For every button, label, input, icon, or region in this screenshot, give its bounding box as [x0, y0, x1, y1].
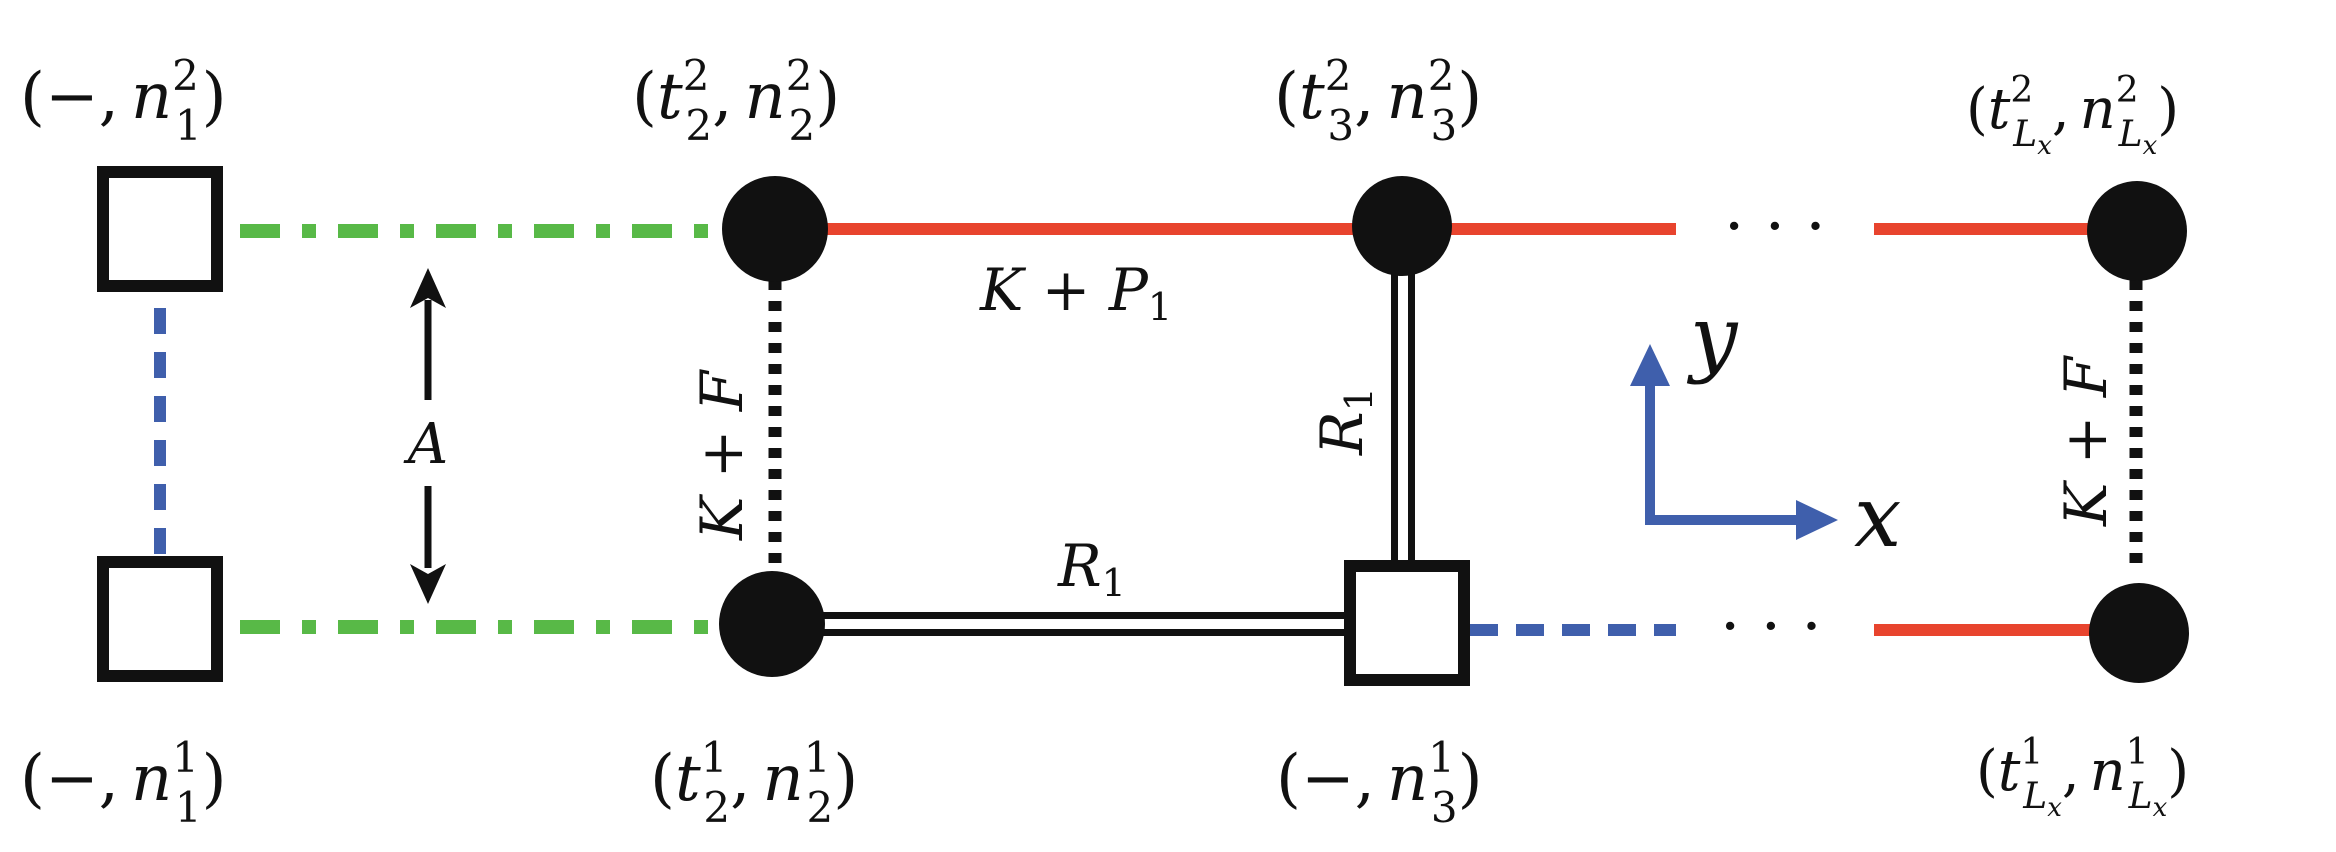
arrow-label-a: A	[403, 412, 448, 477]
ellipsis-bottom: · · ·	[1720, 590, 1822, 664]
double-bond-horizontal	[812, 612, 1352, 636]
ellipsis-top: · · ·	[1724, 190, 1826, 264]
edge-label-middle-vertical: R1	[1308, 387, 1381, 456]
arrow-up-head	[410, 268, 446, 308]
double-bond-vertical	[1391, 262, 1415, 565]
axis-label-x: x	[1854, 468, 1901, 566]
dot-top-2	[722, 176, 828, 282]
axis-label-y: y	[1686, 288, 1739, 386]
arrow-down-head	[410, 564, 446, 604]
dot-bottom-2	[719, 571, 825, 677]
dot-top-3	[1352, 176, 1452, 276]
box-top-left	[97, 166, 223, 292]
box-bottom-3	[1344, 560, 1470, 686]
axes-indicator	[1630, 344, 1838, 540]
edge-label-top-bond: K + P1	[979, 256, 1172, 329]
edge-label-bottom-bond: R1	[1057, 532, 1126, 605]
dot-bottom-L	[2089, 583, 2189, 683]
box-bottom-left	[97, 556, 223, 682]
edge-label-left-vertical: K + F	[688, 369, 756, 541]
dot-top-L	[2087, 181, 2187, 281]
edge-label-right-vertical: K + F	[2052, 355, 2120, 527]
